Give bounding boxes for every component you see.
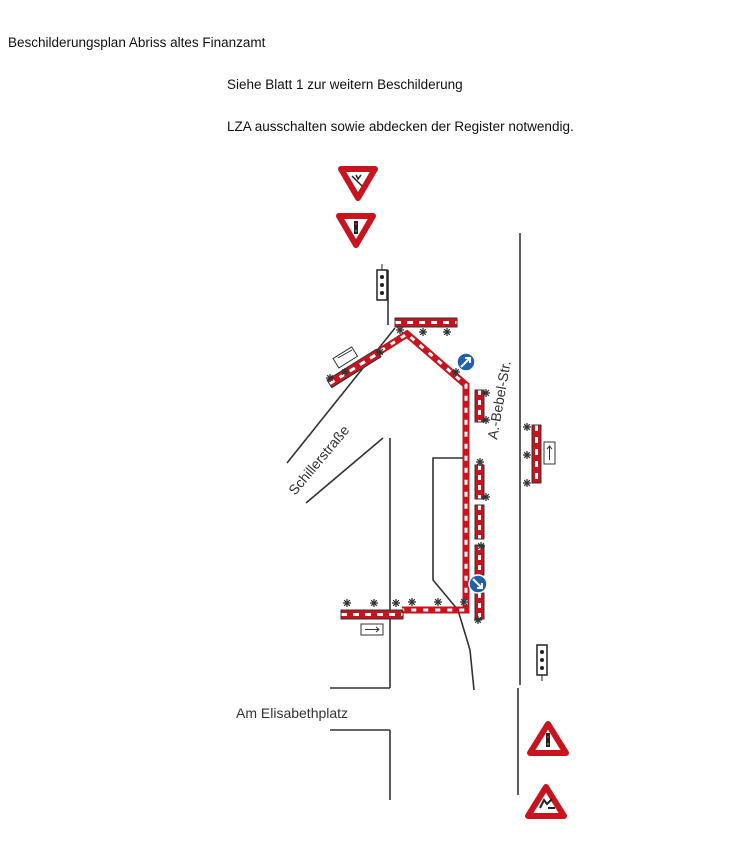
barrier-board-top: [394, 317, 458, 328]
road-lines: [286, 233, 521, 800]
warning-light-icon: [326, 374, 334, 382]
warning-light-icon: [523, 479, 531, 487]
note-see-sheet-1: Siehe Blatt 1 zur weitern Beschilderung: [227, 77, 463, 92]
roadworks-warning-triangle-icon: [527, 721, 569, 756]
keep-right-sign-icon: [456, 352, 476, 372]
median-island-edge: [432, 457, 475, 691]
detour-arrow-icon: [543, 441, 556, 465]
barrier-board-bebel-5: [474, 592, 485, 620]
barrier-board-east: [531, 424, 542, 484]
warning-light-icon: [474, 616, 482, 624]
barrier-board-bottom: [340, 609, 404, 620]
plan-title: Beschilderungsplan Abriss altes Finanzam…: [8, 35, 266, 50]
warning-light-icon: [476, 458, 484, 466]
warning-light-icon: [443, 328, 451, 336]
roadworks-warning-triangle-icon: [336, 213, 376, 248]
warning-light-icon: [482, 416, 490, 424]
street-label-elisabeth: Am Elisabethplatz: [236, 705, 348, 721]
warning-light-icon: [376, 348, 384, 356]
warning-light-icon: [343, 599, 351, 607]
street-label-schiller: Schillerstraße: [285, 422, 352, 498]
warning-light-icon: [477, 542, 485, 550]
warning-light-icon: [434, 598, 442, 606]
traffic-light-icon: [536, 644, 548, 681]
barrier-line: [328, 329, 470, 614]
warning-light-icon: [419, 328, 427, 336]
street-label-bebel: A.-Bebel-Str.: [484, 360, 514, 441]
warning-light-icon: [396, 326, 404, 334]
warning-light-icon: [341, 368, 349, 376]
detour-arrow-icon: [332, 346, 359, 369]
note-traffic-light-off: LZA ausschalten sowie abdecken der Regis…: [227, 119, 574, 134]
warning-lights: [326, 326, 531, 624]
warning-light-icon: [452, 368, 460, 376]
barrier-board-bebel-2: [474, 464, 485, 500]
barrier-board-bebel-1: [474, 389, 485, 423]
warning-light-icon: [482, 389, 490, 397]
barrier-board-bebel-3: [474, 504, 485, 540]
barrier-board-bebel-4: [474, 544, 485, 576]
traffic-light-icon: [376, 264, 388, 301]
barrier-boards: [326, 317, 542, 620]
roadworks-warning-triangle-icon: [338, 166, 378, 201]
warning-light-icon: [392, 599, 400, 607]
schiller-road-edge-south: [305, 437, 384, 504]
warning-light-icon: [482, 493, 490, 501]
keep-right-sign-icon: [468, 574, 488, 594]
warning-light-icon: [523, 451, 531, 459]
warning-light-icon: [460, 598, 468, 606]
warning-light-icon: [370, 599, 378, 607]
roadworks-warning-triangle-icon: [525, 784, 567, 819]
warning-light-icon: [408, 598, 416, 606]
warning-light-icon: [523, 423, 531, 431]
detour-arrow-icon: [360, 623, 384, 636]
